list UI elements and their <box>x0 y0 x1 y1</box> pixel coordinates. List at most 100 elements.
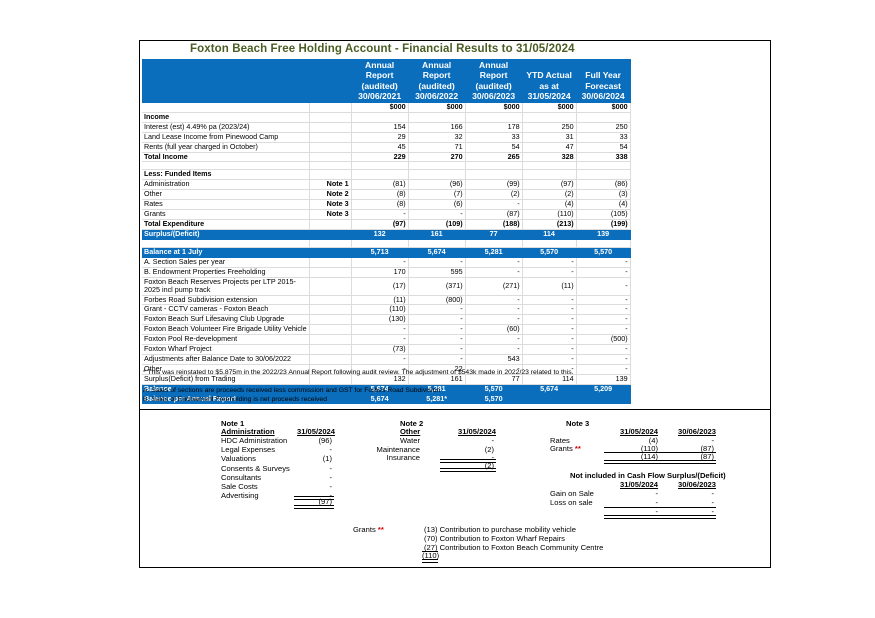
note1-item-label: Legal Expenses <box>221 445 276 455</box>
row-note <box>309 169 352 181</box>
unit-label: $000 <box>465 102 523 113</box>
row-note <box>309 122 352 133</box>
row-value: (500) <box>576 334 631 346</box>
row-value: (8) <box>351 189 409 201</box>
table-row <box>142 239 631 248</box>
row-note <box>309 344 352 355</box>
row-value <box>408 161 466 171</box>
row-value: - <box>576 314 631 326</box>
row-value: - <box>465 344 523 355</box>
row-note <box>309 142 352 153</box>
column-header-line: (audited) <box>418 80 455 91</box>
note3-grants-2024: (110) <box>640 444 658 453</box>
row-value: (199) <box>576 219 631 230</box>
row-note <box>309 277 352 296</box>
row-value: 5,570 <box>522 247 577 258</box>
row-value: 5,674 <box>522 384 577 395</box>
row-value: 54 <box>576 142 631 153</box>
note3-total-double-rule <box>604 460 716 464</box>
table-row: Less: Funded Items <box>142 169 631 181</box>
note3-loss-2024: - <box>655 498 658 507</box>
unit-label: $000 <box>576 102 631 113</box>
row-label: Other <box>142 189 310 201</box>
note1-item-label: HDC Administration <box>221 436 288 445</box>
note3-column-1: 31/05/2024 <box>620 427 659 436</box>
row-label: Administration <box>142 179 310 191</box>
row-label: A. Section Sales per year <box>142 257 310 268</box>
row-value <box>522 161 577 171</box>
grants-detail-rule <box>422 551 438 552</box>
row-value: (8) <box>351 199 409 211</box>
row-value: - <box>576 304 631 316</box>
row-value: - <box>408 344 466 355</box>
row-value: 5,674 <box>351 384 409 395</box>
row-value: 338 <box>576 152 631 163</box>
note1-total-rule <box>294 496 334 500</box>
note1-item-label: Consents & Surveys <box>221 463 290 473</box>
row-note <box>309 394 352 405</box>
note2-item-value: (2) <box>484 444 494 454</box>
table-row: Income <box>142 112 631 123</box>
row-value: (60) <box>465 324 523 336</box>
row-value: 132 <box>351 229 409 240</box>
column-header-line: Annual <box>365 59 395 70</box>
note3-rates-label: Rates <box>550 436 570 445</box>
row-value <box>408 169 466 181</box>
column-header-line: Annual <box>479 59 509 70</box>
row-label: Rates <box>142 199 310 211</box>
row-note: Note 1 <box>309 179 352 191</box>
footnote-b: B. Sales of Endowment Freeholding is net… <box>143 396 327 403</box>
note3-loss-2023: - <box>711 498 714 507</box>
row-label: Total Expenditure <box>142 219 310 230</box>
row-note <box>309 112 352 123</box>
row-value: 328 <box>522 152 577 163</box>
note3-total-2024: (114) <box>640 452 658 461</box>
row-note <box>309 257 352 268</box>
row-value <box>351 239 409 248</box>
note1-item-label: Consultants <box>221 472 262 482</box>
row-note <box>309 295 352 306</box>
note3-grants-2023: (87) <box>700 444 714 453</box>
row-value: 5,570 <box>465 384 523 395</box>
row-value: 5,281* <box>408 394 466 405</box>
row-value: 543 <box>465 354 523 365</box>
note2-heading: Other <box>400 427 421 436</box>
row-value: (99) <box>465 179 523 191</box>
row-value: (110) <box>351 304 409 316</box>
note3-net-2024: - <box>655 507 658 516</box>
row-value: 139 <box>576 229 631 240</box>
column-header-line: Report <box>365 70 394 80</box>
row-value: 77 <box>465 374 523 385</box>
note2-item-label: Insurance <box>386 453 420 462</box>
row-value: (109) <box>408 219 466 230</box>
row-label: Foxton Pool Re-development <box>142 334 310 346</box>
row-value: 114 <box>522 229 577 240</box>
row-value: - <box>465 257 523 268</box>
row-value: 250 <box>522 122 577 133</box>
header-blank <box>142 59 310 103</box>
row-value: 270 <box>408 152 466 163</box>
row-label: Forbes Road Subdivision extension <box>142 295 310 306</box>
grants-detail-item: (70) Contribution to Foxton Wharf Repair… <box>424 533 565 543</box>
row-value: (4) <box>576 199 631 211</box>
report-title: Foxton Beach Free Holding Account - Fina… <box>190 43 575 55</box>
row-value <box>576 112 631 123</box>
row-note <box>309 324 352 336</box>
row-value: 32 <box>408 132 466 143</box>
row-value: 139 <box>576 374 631 385</box>
row-note <box>309 267 352 278</box>
row-value: (130) <box>351 314 409 326</box>
row-value: 71 <box>408 142 466 153</box>
row-label: Surplus/(Deficit) <box>142 229 310 240</box>
row-value: (371) <box>408 277 466 296</box>
row-label: Other <box>142 364 310 375</box>
row-value: - <box>408 354 466 365</box>
row-value: - <box>522 257 577 268</box>
note3-net-2023: - <box>711 507 714 516</box>
row-value: (2) <box>522 189 577 201</box>
row-value: - <box>351 257 409 268</box>
note3-grants-label: Grants ** <box>550 444 581 453</box>
table-row: A. Section Sales per year----- <box>142 257 631 268</box>
